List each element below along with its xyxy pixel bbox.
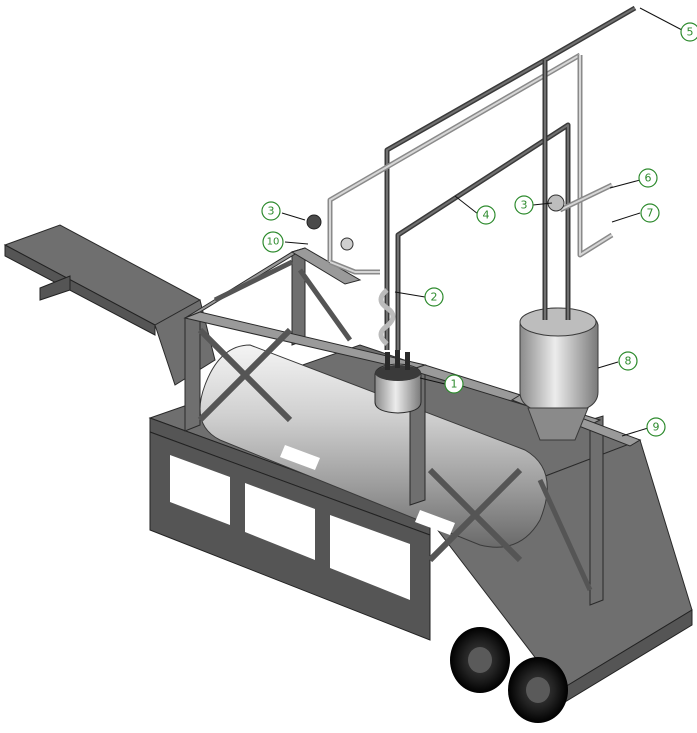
lower-frame [149,431,431,641]
callout-label: 3 [521,199,528,212]
gauge-icon [340,237,354,251]
callout-label: 5 [687,26,694,39]
gauges [306,194,565,251]
callout-8: 8 [618,351,638,371]
callout-label: 7 [647,207,654,220]
callout-1: 1 [444,374,464,394]
callout-7: 7 [640,203,660,223]
callout-label: 6 [645,172,652,185]
callout-label: 2 [431,291,438,304]
pressure-gauge-icon [306,214,322,230]
callout-3-right: 3 [514,195,534,215]
callout-9: 9 [646,417,666,437]
small-vessel [374,350,422,414]
callout-5: 5 [680,22,697,42]
callout-6: 6 [638,168,658,188]
callout-3-left: 3 [261,201,281,221]
callout-10: 10 [262,231,284,253]
gooseneck-deck [3,224,216,386]
callout-label: 9 [653,421,660,434]
callout-label: 3 [268,205,275,218]
callout-2: 2 [424,287,444,307]
callout-label: 8 [625,355,632,368]
vertical-vessel [519,307,599,441]
callout-4: 4 [476,205,496,225]
wheels [450,627,568,723]
callout-label: 4 [483,209,490,222]
piping [327,5,637,350]
leader-lines [281,7,683,437]
callout-label: 1 [451,378,458,391]
callout-label: 10 [267,237,280,248]
